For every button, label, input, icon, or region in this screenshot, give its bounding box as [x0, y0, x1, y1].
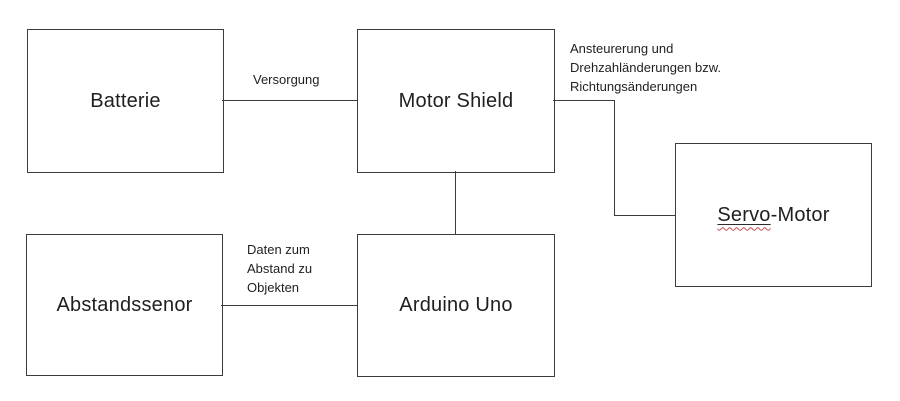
edge-motor-shield-to-servo-seg2: [614, 100, 615, 215]
node-servo-motor-label: Servo-Motor: [717, 204, 829, 227]
edge-label-daten: Daten zum Abstand zu Objekten: [247, 242, 313, 295]
node-motor-shield: Motor Shield: [357, 29, 555, 173]
node-servo-motor: Servo-Motor: [675, 143, 872, 287]
node-motor-shield-label: Motor Shield: [398, 89, 514, 112]
node-batterie: Batterie: [27, 29, 224, 173]
node-abstandssenor-label: Abstandssenor: [56, 293, 193, 316]
node-servo-motor-label-rest: -Motor: [770, 203, 830, 226]
edge-motor-shield-to-servo-seg3: [614, 215, 675, 216]
node-servo-motor-label-underlined: Servo: [717, 203, 771, 226]
edge-motor-shield-to-servo-seg1: [553, 100, 614, 101]
edge-label-versorgung: Versorgung: [253, 72, 320, 87]
edge-batterie-to-motor-shield: [222, 100, 357, 101]
node-arduino-uno: Arduino Uno: [357, 234, 555, 377]
node-arduino-uno-label: Arduino Uno: [399, 294, 513, 316]
edge-abstandssenor-to-arduino: [221, 305, 357, 306]
spellcheck-squiggle: Servo: [717, 204, 770, 226]
edge-motor-shield-to-arduino: [455, 171, 456, 234]
node-batterie-label: Batterie: [90, 89, 161, 112]
edge-label-ansteuerung: Ansteurerung und Drehzahländerungen bzw.…: [570, 41, 722, 94]
node-abstandssenor: Abstandssenor: [26, 234, 223, 376]
